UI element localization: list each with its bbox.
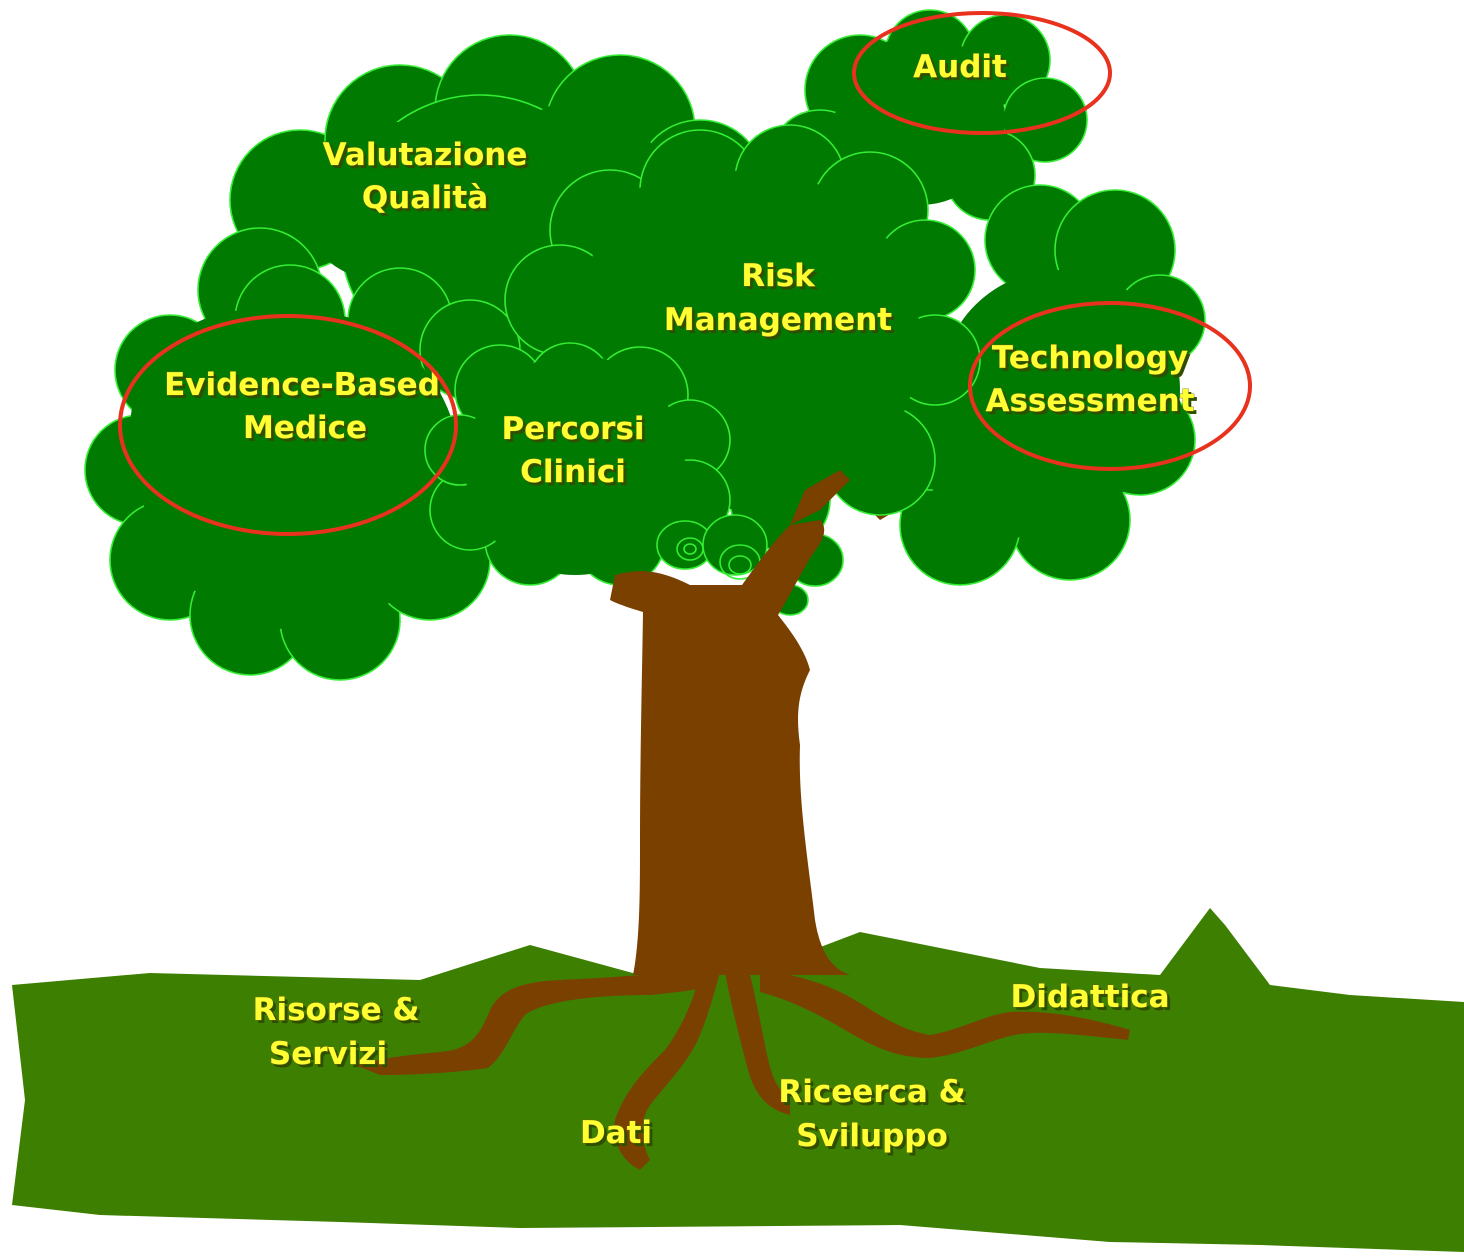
svg-text:Technology: Technology: [992, 340, 1188, 376]
knot-ovals: [656, 514, 844, 616]
canopy: [84, 9, 1206, 681]
ground: [12, 908, 1464, 1252]
svg-text:Valutazione: Valutazione: [323, 137, 528, 173]
svg-text:Qualità: Qualità: [365, 183, 491, 219]
svg-text:Riceerca &: Riceerca &: [778, 1074, 965, 1110]
svg-text:Didattica: Didattica: [1013, 982, 1172, 1018]
svg-text:Riceerca &: Riceerca &: [781, 1077, 968, 1113]
foliage-audit: [769, 9, 1088, 221]
svg-text:Medice: Medice: [243, 410, 367, 446]
svg-text:Assessment: Assessment: [988, 386, 1197, 422]
highlight-ring-audit: [852, 11, 1112, 135]
root-labels: Risorse & Risorse & Servizi Servizi Dati…: [252, 979, 1172, 1157]
svg-text:Risk: Risk: [744, 261, 819, 297]
svg-text:Clinici: Clinici: [523, 457, 629, 493]
svg-text:Valutazione: Valutazione: [326, 140, 531, 176]
svg-text:Risorse &: Risorse &: [256, 995, 423, 1031]
svg-text:Risorse &: Risorse &: [253, 992, 420, 1028]
foliage-percorsi-clinici: [424, 342, 731, 586]
svg-text:Audit: Audit: [913, 49, 1007, 85]
svg-text:Medice: Medice: [246, 413, 370, 449]
svg-text:Percorsi: Percorsi: [504, 414, 647, 450]
canopy-labels: Valutazione Valutazione Qualità Qualità …: [164, 49, 1198, 493]
svg-text:Servizi: Servizi: [272, 1039, 390, 1075]
svg-text:Sviluppo: Sviluppo: [799, 1121, 951, 1157]
svg-text:Sviluppo: Sviluppo: [796, 1118, 948, 1154]
svg-text:Evidence-Based: Evidence-Based: [164, 367, 440, 403]
svg-text:Dati: Dati: [580, 1115, 652, 1151]
label-risk-management: Risk Risk Management Management: [664, 258, 896, 341]
svg-text:Clinici: Clinici: [520, 454, 626, 490]
label-percorsi-clinici: Percorsi Percorsi Clinici Clinici: [501, 411, 647, 493]
svg-text:Qualità: Qualità: [362, 180, 488, 216]
highlight-rings: [118, 11, 1252, 536]
label-risorse-servizi: Risorse & Risorse & Servizi Servizi: [252, 992, 423, 1075]
svg-text:Technology: Technology: [995, 343, 1191, 379]
svg-text:Management: Management: [664, 302, 892, 338]
label-dati: Dati Dati: [580, 1115, 656, 1154]
highlight-ring-technology-assessment: [968, 301, 1252, 471]
foliage-technology-assessment: [879, 184, 1206, 586]
svg-text:Assessment: Assessment: [985, 383, 1194, 419]
svg-text:Audit: Audit: [916, 52, 1010, 88]
label-evidence-based: Evidence-Based Evidence-Based Medice Med…: [164, 367, 443, 449]
label-technology-assessment: Technology Technology Assessment Assessm…: [985, 340, 1198, 422]
svg-text:Servizi: Servizi: [269, 1036, 387, 1072]
svg-text:Didattica: Didattica: [1010, 979, 1169, 1015]
label-audit: Audit Audit: [913, 49, 1010, 88]
svg-text:Management: Management: [667, 305, 895, 341]
svg-text:Dati: Dati: [583, 1118, 655, 1154]
trunk: [610, 470, 850, 975]
label-ricerca-sviluppo: Riceerca & Riceerca & Sviluppo Sviluppo: [778, 1074, 969, 1157]
highlight-ring-evidence-based: [118, 314, 458, 536]
roots: [355, 968, 1130, 1170]
svg-text:Percorsi: Percorsi: [501, 411, 644, 447]
svg-text:Evidence-Based: Evidence-Based: [167, 370, 443, 406]
svg-text:Risk: Risk: [741, 258, 816, 294]
label-didattica: Didattica Didattica: [1010, 979, 1172, 1018]
label-valutazione-qualita: Valutazione Valutazione Qualità Qualità: [322, 137, 531, 219]
